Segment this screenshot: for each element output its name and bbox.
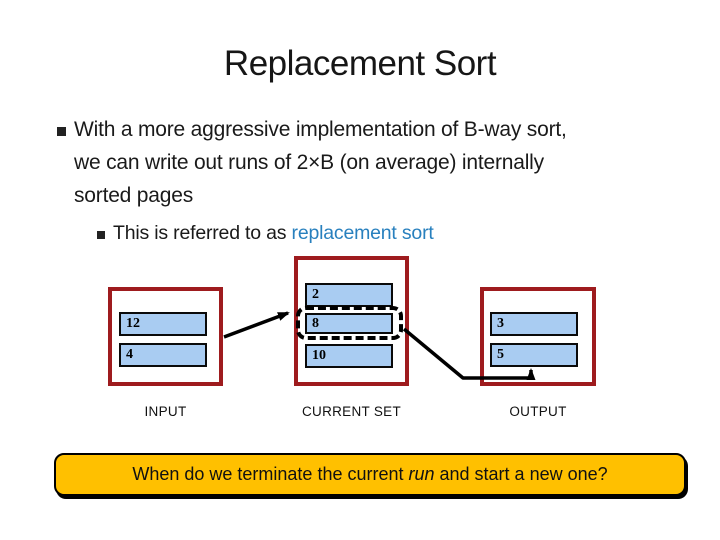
output-page-5: 5 [490,343,578,367]
sub-bullet-highlight: replacement sort [291,222,434,244]
bullet-line: we can write out runs of 2×B (on average… [74,151,544,174]
current-page-10: 10 [305,344,393,368]
arrow-input-to-current [223,311,290,339]
bullet-line: sorted pages [74,184,194,207]
bullet-square-icon [57,127,66,136]
banner-text: When do we terminate the current run and… [132,464,607,485]
banner-text-after: and start a new one? [434,464,608,484]
current-page-2: 2 [305,283,393,307]
output-box [480,287,596,386]
sub-bullet-square-icon [97,231,105,239]
output-page-3: 3 [490,312,578,336]
banner-text-italic: run [408,464,435,484]
output-label: OUTPUT [509,404,567,419]
banner-text-before: When do we terminate the current [132,464,409,484]
selected-page-outline [296,306,403,340]
input-box [108,287,223,386]
sub-bullet-prefix: This is referred to as [113,222,292,244]
input-page-4: 4 [119,343,207,367]
bullet-line: With a more aggressive implementation of… [74,118,567,141]
bullet-paragraph: With a more aggressive implementation of… [74,113,704,212]
question-banner: When do we terminate the current run and… [54,453,686,496]
slide-title: Replacement Sort [223,44,497,83]
current-page-8: 8 [305,313,393,334]
input-label: INPUT [144,404,187,419]
current-set-label: CURRENT SET [301,404,402,419]
input-page-12: 12 [119,312,207,336]
sub-bullet-text: This is referred to as replacement sort [113,222,434,245]
